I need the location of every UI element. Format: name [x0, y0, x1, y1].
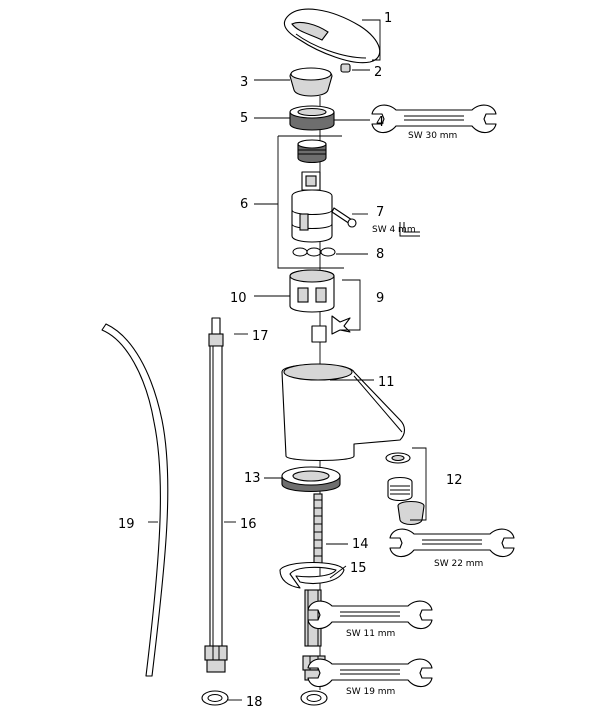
tool-wrench-sw11	[307, 600, 433, 630]
callout-8: 8	[376, 247, 384, 262]
callout-15: 15	[350, 561, 367, 576]
callout-1: 1	[384, 11, 392, 26]
tool-label-sw22: SW 22 mm	[434, 559, 483, 569]
callout-7: 7	[376, 205, 384, 220]
callout-6: 6	[240, 197, 248, 212]
part-bent-rod	[101, 323, 169, 677]
part-base-seal	[281, 466, 341, 492]
callout-10: 10	[230, 291, 247, 306]
tool-wrench-sw30	[371, 104, 497, 134]
part-lever-handle	[283, 8, 381, 64]
part-spindle-adapter	[297, 139, 327, 164]
callout-2: 2	[374, 65, 382, 80]
callout-9: 9	[376, 291, 384, 306]
tool-hex-key-sw4	[399, 222, 420, 237]
tool-label-sw30: SW 30 mm	[408, 131, 457, 141]
part-cover-ring	[289, 67, 333, 97]
part-aerator-set	[385, 452, 425, 526]
callout-11: 11	[378, 375, 395, 390]
part-fixing-screw	[331, 207, 357, 228]
callout-3: 3	[240, 75, 248, 90]
part-washer-right	[300, 690, 328, 706]
part-grub-screw	[340, 63, 351, 73]
tool-label-sw4: SW 4 mm	[372, 225, 416, 235]
leader-lines	[148, 19, 427, 701]
part-clip	[331, 315, 351, 335]
callout-12: 12	[446, 473, 463, 488]
tool-label-sw11: SW 11 mm	[346, 629, 395, 639]
tool-label-sw19: SW 19 mm	[346, 687, 395, 697]
part-flexible-hose	[204, 317, 228, 673]
callout-18: 18	[246, 695, 263, 710]
callout-13: 13	[244, 471, 261, 486]
tool-wrench-sw19	[307, 658, 433, 688]
part-cartridge	[291, 171, 333, 243]
part-threaded-ring	[289, 105, 335, 131]
callout-4: 4	[376, 115, 384, 130]
callout-17: 17	[252, 329, 269, 344]
part-washer-left	[201, 690, 229, 706]
part-cartridge-base	[289, 269, 335, 313]
callout-5: 5	[240, 111, 248, 126]
part-seals	[292, 247, 336, 257]
callout-19: 19	[118, 517, 135, 532]
callout-16: 16	[240, 517, 257, 532]
part-threaded-rod	[313, 493, 323, 567]
callout-14: 14	[352, 537, 369, 552]
tool-wrench-sw22	[389, 528, 515, 558]
part-faucet-body	[281, 325, 406, 461]
